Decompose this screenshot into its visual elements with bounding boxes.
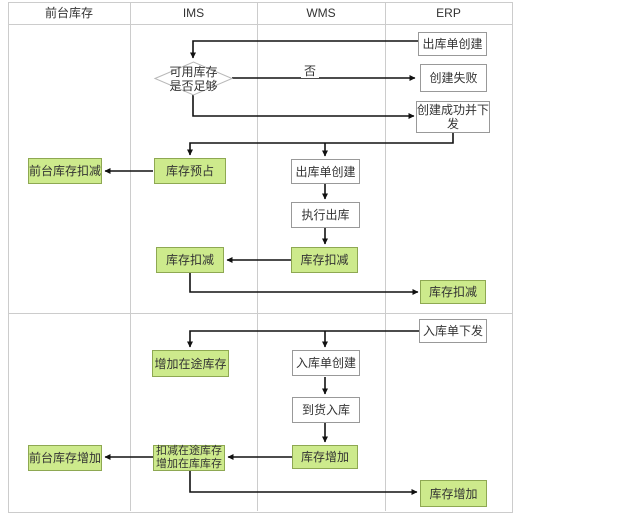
node-wms-execute-outbound: 执行出库	[291, 202, 360, 228]
transit-deduct-line1: 扣减在途库存	[156, 445, 222, 457]
node-wms-inbound-order-create: 入库单创建	[292, 350, 360, 376]
node-ims-transit-deduct-onhand-add: 扣减在途库存 增加在库库存	[153, 445, 225, 471]
node-wms-stock-add: 库存增加	[292, 445, 358, 469]
node-wms-arrival-inbound: 到货入库	[292, 397, 360, 423]
lane-header-frontend-inventory: 前台库存	[44, 6, 93, 20]
lane-header-ims: IMS	[182, 6, 205, 20]
row-divider	[8, 313, 512, 314]
edge-label-no: 否	[301, 64, 320, 78]
lane-divider-1	[130, 2, 131, 511]
node-erp-inbound-order-issue: 入库单下发	[419, 319, 487, 343]
lane-header-wms: WMS	[306, 6, 336, 20]
node-erp-create-failed: 创建失败	[420, 64, 487, 92]
node-ims-stock-deduct: 库存扣减	[156, 247, 224, 273]
node-ims-stock-reserve: 库存预占	[154, 158, 226, 184]
lane-divider-3	[385, 2, 386, 511]
node-erp-create-success-dispatch: 创建成功并下发	[416, 101, 490, 133]
node-decision-stock-sufficient: 可用库存 是否足够	[155, 62, 232, 95]
node-front-stock-add: 前台库存增加	[28, 445, 102, 471]
decision-label-line1: 可用库存	[169, 64, 218, 79]
transit-deduct-line2: 增加在库库存	[156, 458, 222, 470]
node-wms-outbound-order-create: 出库单创建	[291, 159, 360, 184]
decision-label-line2: 是否足够	[169, 78, 218, 93]
node-erp-stock-add: 库存增加	[420, 480, 487, 507]
header-divider	[8, 24, 512, 25]
node-erp-outbound-order-create: 出库单创建	[418, 32, 487, 56]
lane-divider-2	[257, 2, 258, 511]
node-ims-transit-stock-add: 增加在途库存	[152, 350, 229, 377]
node-front-stock-deduct: 前台库存扣减	[28, 158, 102, 184]
lane-header-erp: ERP	[436, 6, 461, 20]
node-wms-stock-deduct: 库存扣减	[291, 247, 358, 273]
node-erp-stock-deduct: 库存扣减	[420, 280, 486, 304]
swimlane-table-border	[8, 2, 513, 513]
